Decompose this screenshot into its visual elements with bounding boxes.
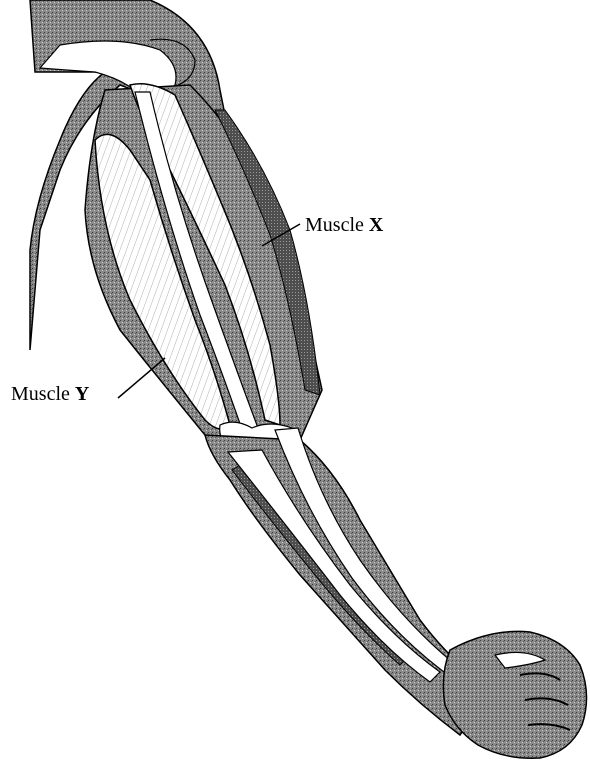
muscle-x-label-word: Muscle [305, 214, 364, 236]
fist [443, 631, 586, 758]
muscle-x-label: Muscle X [305, 215, 383, 235]
muscle-y-label-letter: Y [75, 383, 89, 405]
muscle-x-label-letter: X [369, 214, 383, 236]
muscle-y-label: Muscle Y [11, 384, 89, 404]
muscle-y-label-word: Muscle [11, 383, 70, 405]
